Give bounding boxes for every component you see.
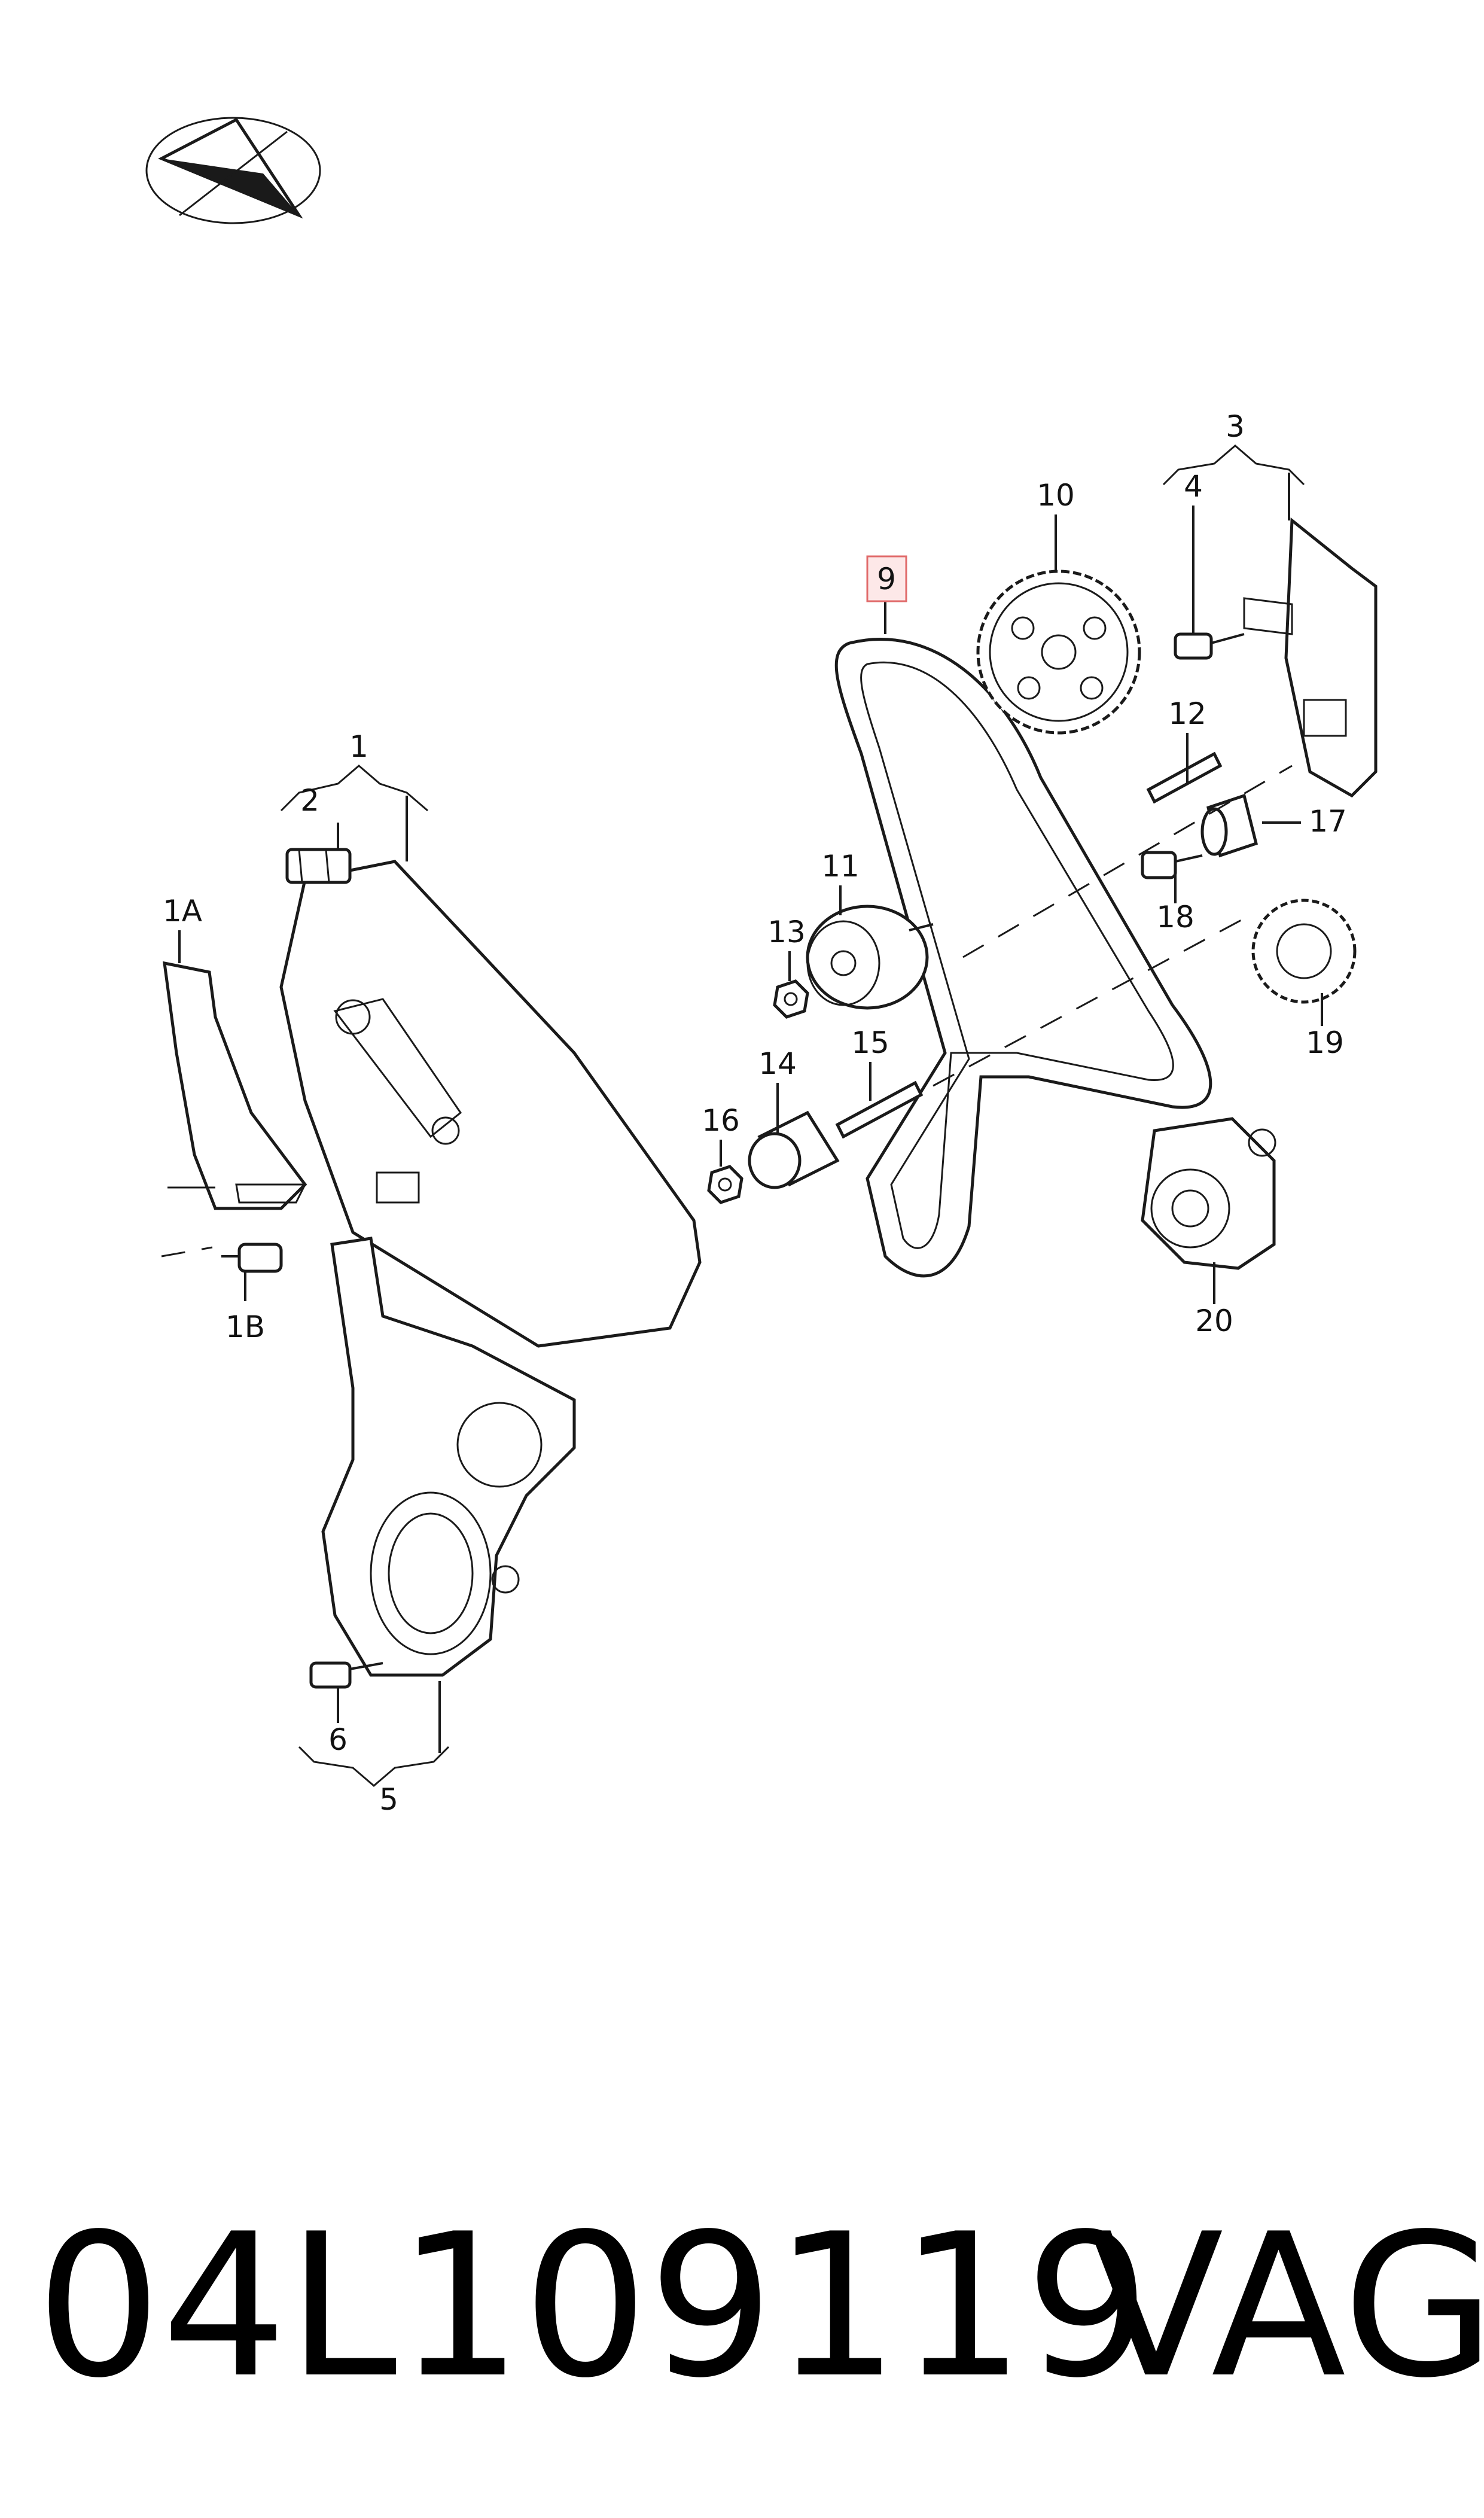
callout-16: 16 bbox=[702, 1103, 740, 1138]
callout-20: 20 bbox=[1195, 1304, 1233, 1338]
callout-17: 17 bbox=[1309, 804, 1347, 839]
part-1-upper-cover bbox=[279, 860, 702, 1348]
alignment-line bbox=[933, 914, 1251, 1087]
callout-13: 13 bbox=[767, 915, 806, 949]
brand-logo-icon bbox=[145, 117, 321, 224]
callout-19: 19 bbox=[1306, 1025, 1344, 1060]
callout-4: 4 bbox=[1184, 469, 1203, 504]
callout-9: 9 bbox=[877, 562, 896, 596]
callout-3: 3 bbox=[1226, 409, 1245, 444]
part-16-nut bbox=[707, 1165, 743, 1204]
callout-2: 2 bbox=[300, 783, 319, 818]
callout-1a: 1A bbox=[163, 894, 202, 928]
leader-lines bbox=[178, 444, 1323, 1787]
part-1a-guard bbox=[163, 961, 307, 1210]
callout-1: 1 bbox=[349, 729, 368, 764]
part-3-rear-bracket bbox=[1243, 517, 1378, 798]
part-17-sleeve bbox=[1200, 793, 1258, 858]
part-1b-bolt bbox=[161, 1243, 283, 1301]
part-15-stud bbox=[835, 1080, 924, 1139]
part-12-stud bbox=[1146, 751, 1223, 804]
callout-6: 6 bbox=[328, 1722, 348, 1757]
part-4-bolt bbox=[1174, 632, 1245, 660]
callout-14: 14 bbox=[758, 1046, 797, 1081]
brand-label: VAG bbox=[1089, 2191, 1484, 2421]
alignment-line bbox=[962, 765, 1293, 958]
callout-1b: 1B bbox=[226, 1310, 265, 1344]
part-14-idler-roller bbox=[748, 1110, 840, 1189]
part-11-tensioner-pulley bbox=[806, 905, 934, 1010]
part-18-bolt bbox=[1141, 851, 1203, 879]
callout-9-highlight-box bbox=[866, 555, 907, 602]
part-13-nut bbox=[773, 979, 809, 1019]
callout-5: 5 bbox=[379, 1782, 398, 1817]
callout-11: 11 bbox=[821, 849, 860, 884]
part-10-camshaft-sprocket bbox=[976, 570, 1141, 735]
part-2-clip bbox=[285, 848, 352, 884]
callout-15: 15 bbox=[851, 1025, 889, 1060]
callout-18: 18 bbox=[1156, 900, 1194, 934]
part-19-crank-sprocket bbox=[1251, 899, 1357, 1004]
part-number-label: 04L109119 bbox=[36, 2191, 1151, 2421]
part-5-lower-cover bbox=[321, 1237, 576, 1677]
part-9-timing-belt bbox=[834, 638, 1212, 1278]
callout-12: 12 bbox=[1168, 696, 1206, 731]
part-20-water-pump bbox=[1141, 1117, 1276, 1304]
part-6-bolt bbox=[309, 1661, 383, 1689]
callout-10: 10 bbox=[1037, 478, 1075, 513]
